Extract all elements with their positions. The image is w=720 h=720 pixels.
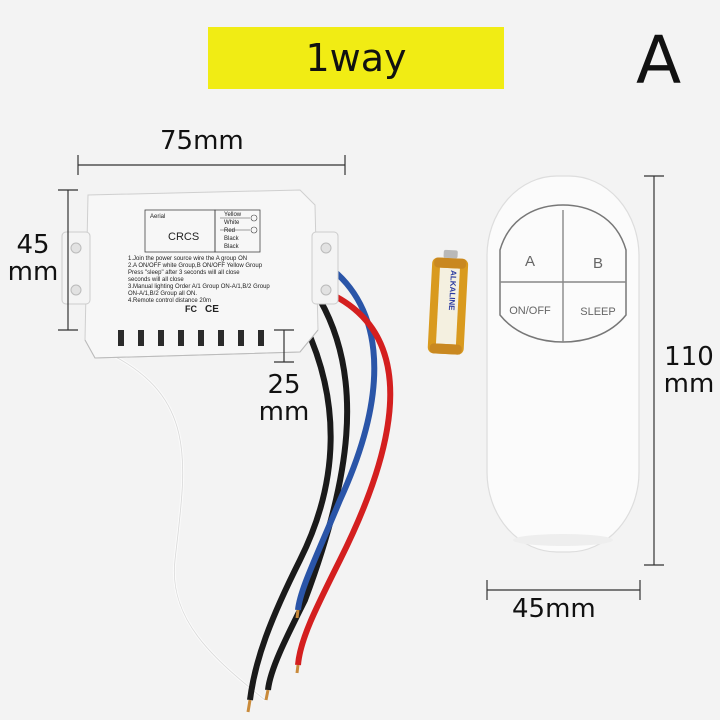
- module-depth-dimension: 25 mm: [258, 370, 310, 428]
- module-instruction-line: Press "sleep" after 3 seconds will all c…: [128, 270, 240, 276]
- battery-label: ALKALINE: [447, 270, 458, 312]
- blue-wire: [295, 259, 378, 611]
- title-banner: 1way: [208, 27, 504, 89]
- remote-button-a-label: A: [525, 253, 535, 270]
- remote-button-onoff-label: ON/OFF: [509, 305, 551, 317]
- remote-width-dimension: 45mm: [512, 594, 596, 624]
- module-instruction-line: 1.Join the power source wire the A group…: [128, 256, 247, 262]
- module-instruction-line: 3.Manual lighting Order A/1 Group ON-A/1…: [128, 284, 270, 290]
- ce-mark: CE: [205, 304, 219, 315]
- module-instruction-line: 4.Remote control distance 20m: [128, 298, 211, 304]
- variant-letter: A: [636, 22, 682, 99]
- module-instruction-line: ON-A/1,B/2 Group all ON.: [128, 291, 197, 297]
- remote-button-sleep-label: SLEEP: [580, 306, 615, 318]
- remote-button-b-label: B: [593, 255, 603, 272]
- module-width-dimension: 75mm: [160, 126, 244, 156]
- battery: [427, 249, 469, 355]
- remote-control: [486, 175, 640, 553]
- fcc-mark: FC: [185, 304, 197, 314]
- wire-label: Yellow: [224, 212, 242, 218]
- module-aerial-label: Aerial: [150, 214, 165, 220]
- module-height-dimension: 45 mm: [7, 230, 59, 288]
- wire-label: Black: [224, 236, 240, 242]
- module-instruction-line: seconds will all close: [128, 277, 184, 283]
- module-brand-label: CRCS: [168, 231, 199, 243]
- antenna-wire: [111, 353, 266, 702]
- red-wire: [295, 287, 394, 666]
- module-instruction-line: 2.A ON/OFF white Group,B ON/OFF Yellow G…: [128, 263, 263, 269]
- wire-label: White: [224, 220, 240, 226]
- dimension-lines: [58, 155, 664, 600]
- remote-height-dimension: 110 mm: [663, 342, 715, 400]
- wire-label: Red: [224, 228, 235, 234]
- black-wire-1: [247, 323, 334, 701]
- banner-label: 1way: [305, 36, 407, 80]
- receiver-module: [61, 189, 339, 359]
- wire-label: Black: [224, 244, 240, 250]
